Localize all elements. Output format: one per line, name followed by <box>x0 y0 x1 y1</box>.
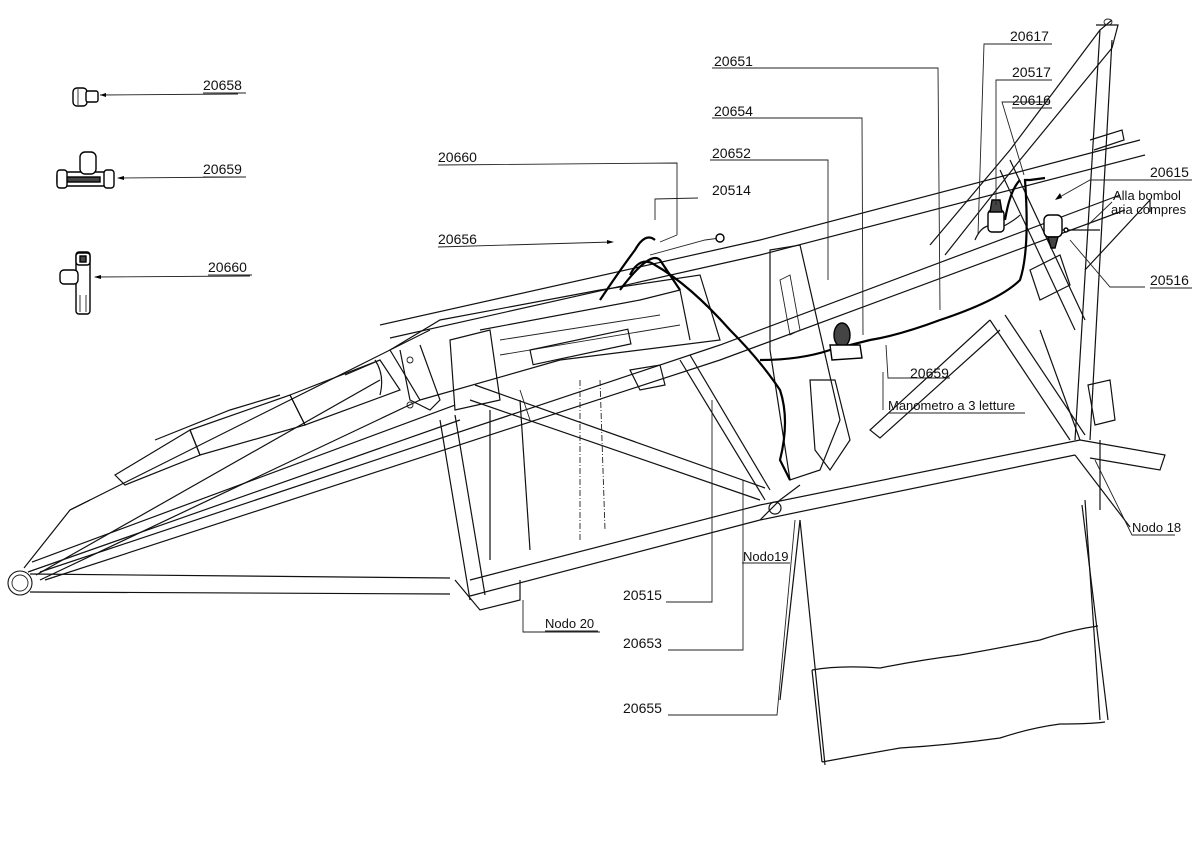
detail-part-20659: 20659 <box>56 151 246 189</box>
callout-leaders <box>437 43 1175 716</box>
plug-fitting-icon <box>72 87 99 107</box>
detail-label-20660: 20660 <box>208 259 247 275</box>
annotation-air-bottle-line1: Alla bombol <box>1113 188 1181 203</box>
callout-20656: 20656 <box>438 231 477 247</box>
lower-cover-panel <box>811 625 1106 763</box>
callout-labels: 20660 20656 20514 20651 20654 20652 2061… <box>438 28 1189 716</box>
callout-20516: 20516 <box>1150 272 1189 288</box>
callout-20651: 20651 <box>714 53 753 69</box>
leader-line <box>94 275 251 278</box>
callout-20514: 20514 <box>712 182 751 198</box>
callout-20655: 20655 <box>623 700 662 716</box>
leader-line <box>99 93 239 96</box>
valve-20615-icon <box>1043 214 1100 249</box>
callout-20660: 20660 <box>438 149 477 165</box>
detail-part-20658: 20658 <box>72 77 246 107</box>
detail-label-20659: 20659 <box>203 161 242 177</box>
detail-part-20660: 20660 <box>59 251 252 315</box>
detail-label-20658: 20658 <box>203 77 242 93</box>
annotation-air-bottle-line2: aria compres <box>1111 202 1187 217</box>
annotation-node-20: Nodo 20 <box>545 616 594 631</box>
callout-20654: 20654 <box>714 103 753 119</box>
tee-fitting-icon <box>56 151 115 189</box>
valve-20517-icon <box>974 199 1021 241</box>
label-underlines <box>545 43 1192 632</box>
callout-20652: 20652 <box>712 145 751 161</box>
callout-20515: 20515 <box>623 587 662 603</box>
callout-20616: 20616 <box>1012 92 1051 108</box>
fuselage-frame <box>7 18 1166 766</box>
callout-20653: 20653 <box>623 635 662 651</box>
callout-20615: 20615 <box>1150 164 1189 180</box>
pressure-gauge-icon <box>829 322 863 361</box>
annotation-gauge: Manometro a 3 letture <box>888 398 1015 413</box>
node-19-joint <box>768 501 782 515</box>
air-piping <box>599 176 1100 481</box>
callout-20517: 20517 <box>1012 64 1051 80</box>
callout-20617: 20617 <box>1010 28 1049 44</box>
elbow-tee-fitting-icon <box>59 251 91 315</box>
annotation-node-19: Nodo19 <box>743 549 789 564</box>
annotation-node-18: Nodo 18 <box>1132 520 1181 535</box>
tail-tube-end <box>7 570 33 596</box>
callout-20659: 20659 <box>910 365 949 381</box>
